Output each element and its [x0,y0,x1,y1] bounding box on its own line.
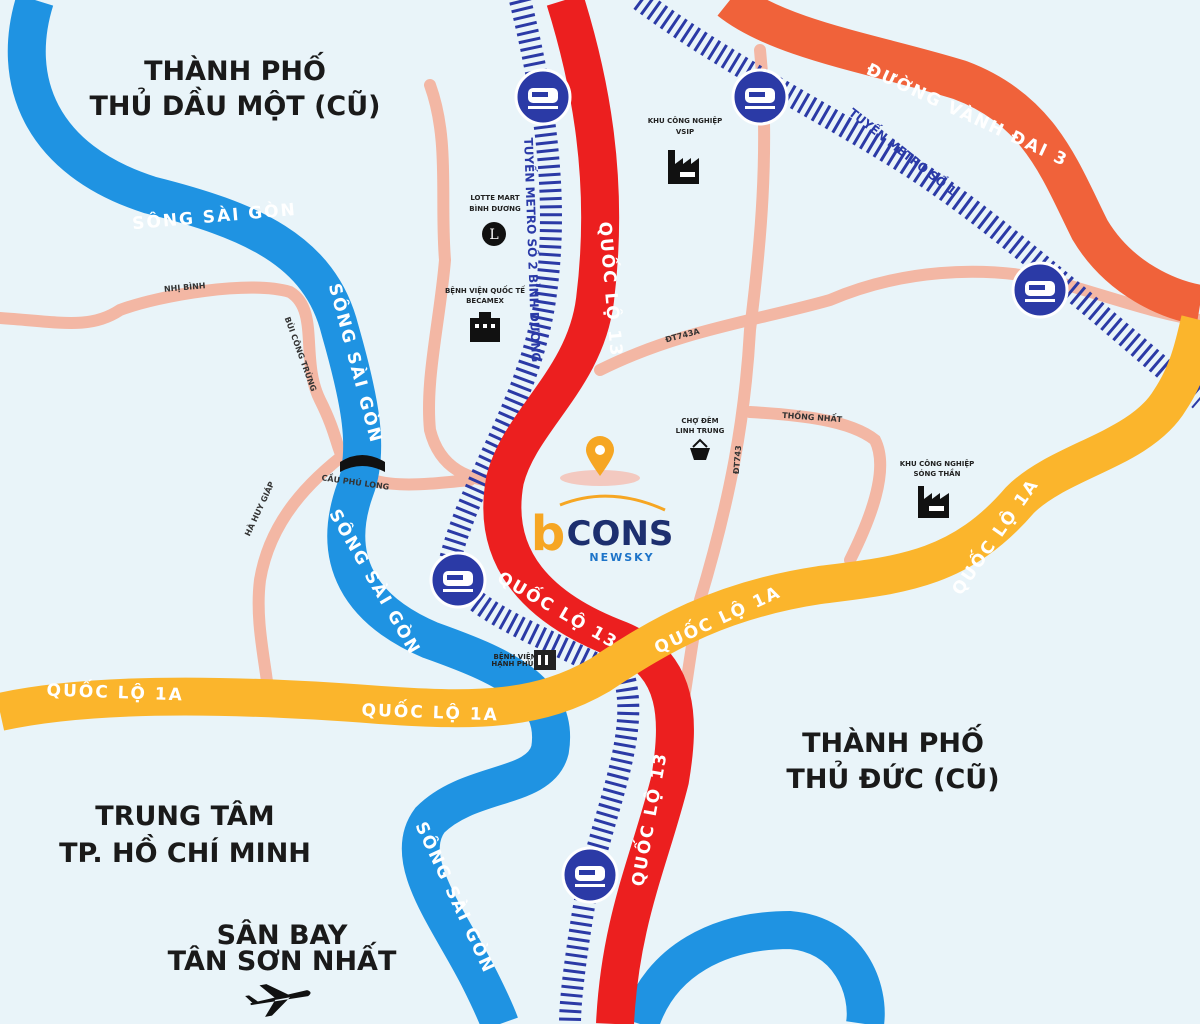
factory-icon [918,486,949,518]
area-thu-duc-line2: THỦ ĐỨC (CŨ) [786,759,999,795]
poi-market-line2: LINH TRUNG [676,427,725,435]
area-thu-dau-mot-line2: THỦ DẦU MỘT (CŨ) [89,86,380,122]
bridge-icon [340,455,385,472]
label-dt743: ĐT743 [732,445,743,475]
logo-main: CONS [567,514,674,554]
project-logo: b CONS NEWSKY [531,494,674,564]
road-ha-huy-giap [252,444,356,696]
airport-line2: TÂN SƠN NHẤT [168,941,397,977]
road-dt743a [594,265,1200,376]
poi-vsip-line1: KHU CÔNG NGHIỆP [648,116,723,125]
train-icon [731,68,789,126]
duong-vanh-dai-3 [717,0,1200,325]
quoc-lo-13 [483,0,694,1024]
logo-sub: NEWSKY [589,551,654,564]
poi-hospital-line2: HẠNH PHÚC [491,659,538,668]
poi-songthan-line1: KHU CÔNG NGHIỆP [900,459,975,468]
location-halo [560,470,640,486]
airport-line1: SÂN BAY [217,919,348,951]
hospital-icon [470,312,500,342]
area-thu-dau-mot-line1: THÀNH PHỐ [144,51,326,87]
road-left-loop [422,79,506,488]
poi-songthan-line2: SÓNG THẦN [914,468,961,478]
poi-market-line1: CHỢ ĐÊM [681,416,718,425]
area-thu-duc-line1: THÀNH PHỐ [802,723,984,759]
hospital-icon [534,650,556,670]
area-hcm-line2: TP. HỒ CHÍ MINH [59,833,311,869]
svg-text:L: L [489,227,498,243]
train-icon [561,846,619,904]
basket-icon [690,438,710,460]
quoc-lo-1a [0,315,1200,731]
lotte-mart-icon: L [482,222,506,246]
metro-stations [429,68,1069,904]
road-dt743 [674,44,771,726]
poi-becamex-line2: BECAMEX [466,297,504,305]
poi-vsip-line2: VSIP [676,128,694,136]
area-hcm-line1: TRUNG TÂM [95,800,274,832]
road-thong-nhat [744,406,887,566]
train-icon [429,551,487,609]
poi-hospital-line1: BỆNH VIỆN [494,652,537,661]
poi-becamex-line1: BỆNH VIỆN QUỐC TẾ [445,285,525,295]
metro-line-1 [633,0,1200,409]
factory-icon [668,150,699,184]
location-pin-icon [586,436,614,476]
song-sai-gon [7,0,885,1024]
poi-lotte-line2: BÌNH DƯƠNG [469,204,521,213]
train-icon [1011,261,1069,319]
airplane-icon [245,984,311,1017]
logo-mark: b [531,506,565,562]
poi-lotte-line1: LOTTE MART [470,194,520,202]
train-icon [514,68,572,126]
